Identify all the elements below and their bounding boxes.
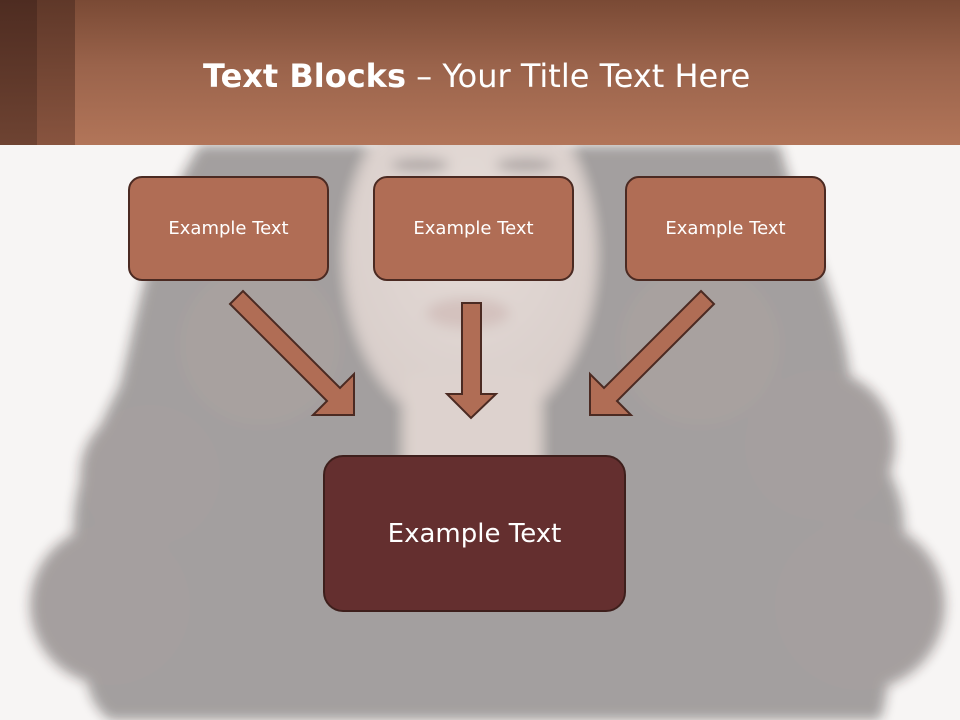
slide-title-rest: Your Title Text Here xyxy=(442,57,751,95)
text-block-3[interactable]: Example Text xyxy=(625,176,826,281)
slide-title-bold: Text Blocks xyxy=(203,57,406,95)
text-block-2-label: Example Text xyxy=(413,218,534,239)
text-block-main[interactable]: Example Text xyxy=(323,455,626,612)
text-block-3-label: Example Text xyxy=(665,218,786,239)
slide-title-dash: – xyxy=(406,57,443,95)
text-block-1-label: Example Text xyxy=(168,218,289,239)
title-bar-stripe-mid xyxy=(37,0,75,145)
text-block-1[interactable]: Example Text xyxy=(128,176,329,281)
text-block-main-label: Example Text xyxy=(387,518,562,549)
title-bar-stripe-dark xyxy=(0,0,37,145)
text-block-2[interactable]: Example Text xyxy=(373,176,574,281)
title-bar: Text Blocks – Your Title Text Here xyxy=(0,0,960,145)
slide-title[interactable]: Text Blocks – Your Title Text Here xyxy=(203,52,750,100)
